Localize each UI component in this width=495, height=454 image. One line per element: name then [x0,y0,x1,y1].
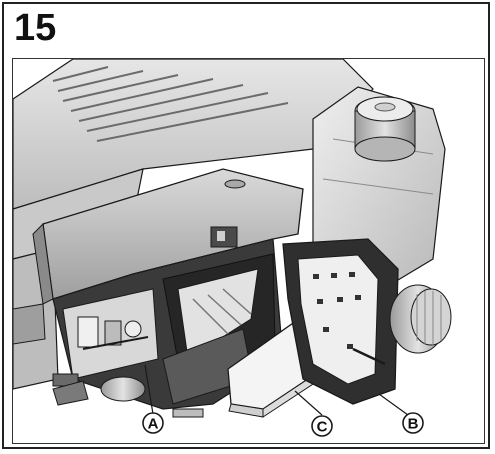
engine-illustration: A C B [13,59,452,437]
leader-lines [144,364,409,416]
callout-b: B [402,412,424,434]
side-knob [389,284,452,354]
callout-b-label: B [408,416,419,433]
fuel-cap [354,96,416,162]
callout-c-label: C [317,419,328,436]
figure-frame: 15 [2,2,490,449]
cover-screw [224,179,246,189]
figure-number: 15 [14,7,57,49]
carburetor-linkage [52,288,159,402]
cooling-fins [52,66,289,142]
callout-a-label: A [148,416,159,433]
callout-c: C [311,415,333,437]
callout-a: A [142,412,164,434]
illustration-panel: A C B [12,58,485,444]
